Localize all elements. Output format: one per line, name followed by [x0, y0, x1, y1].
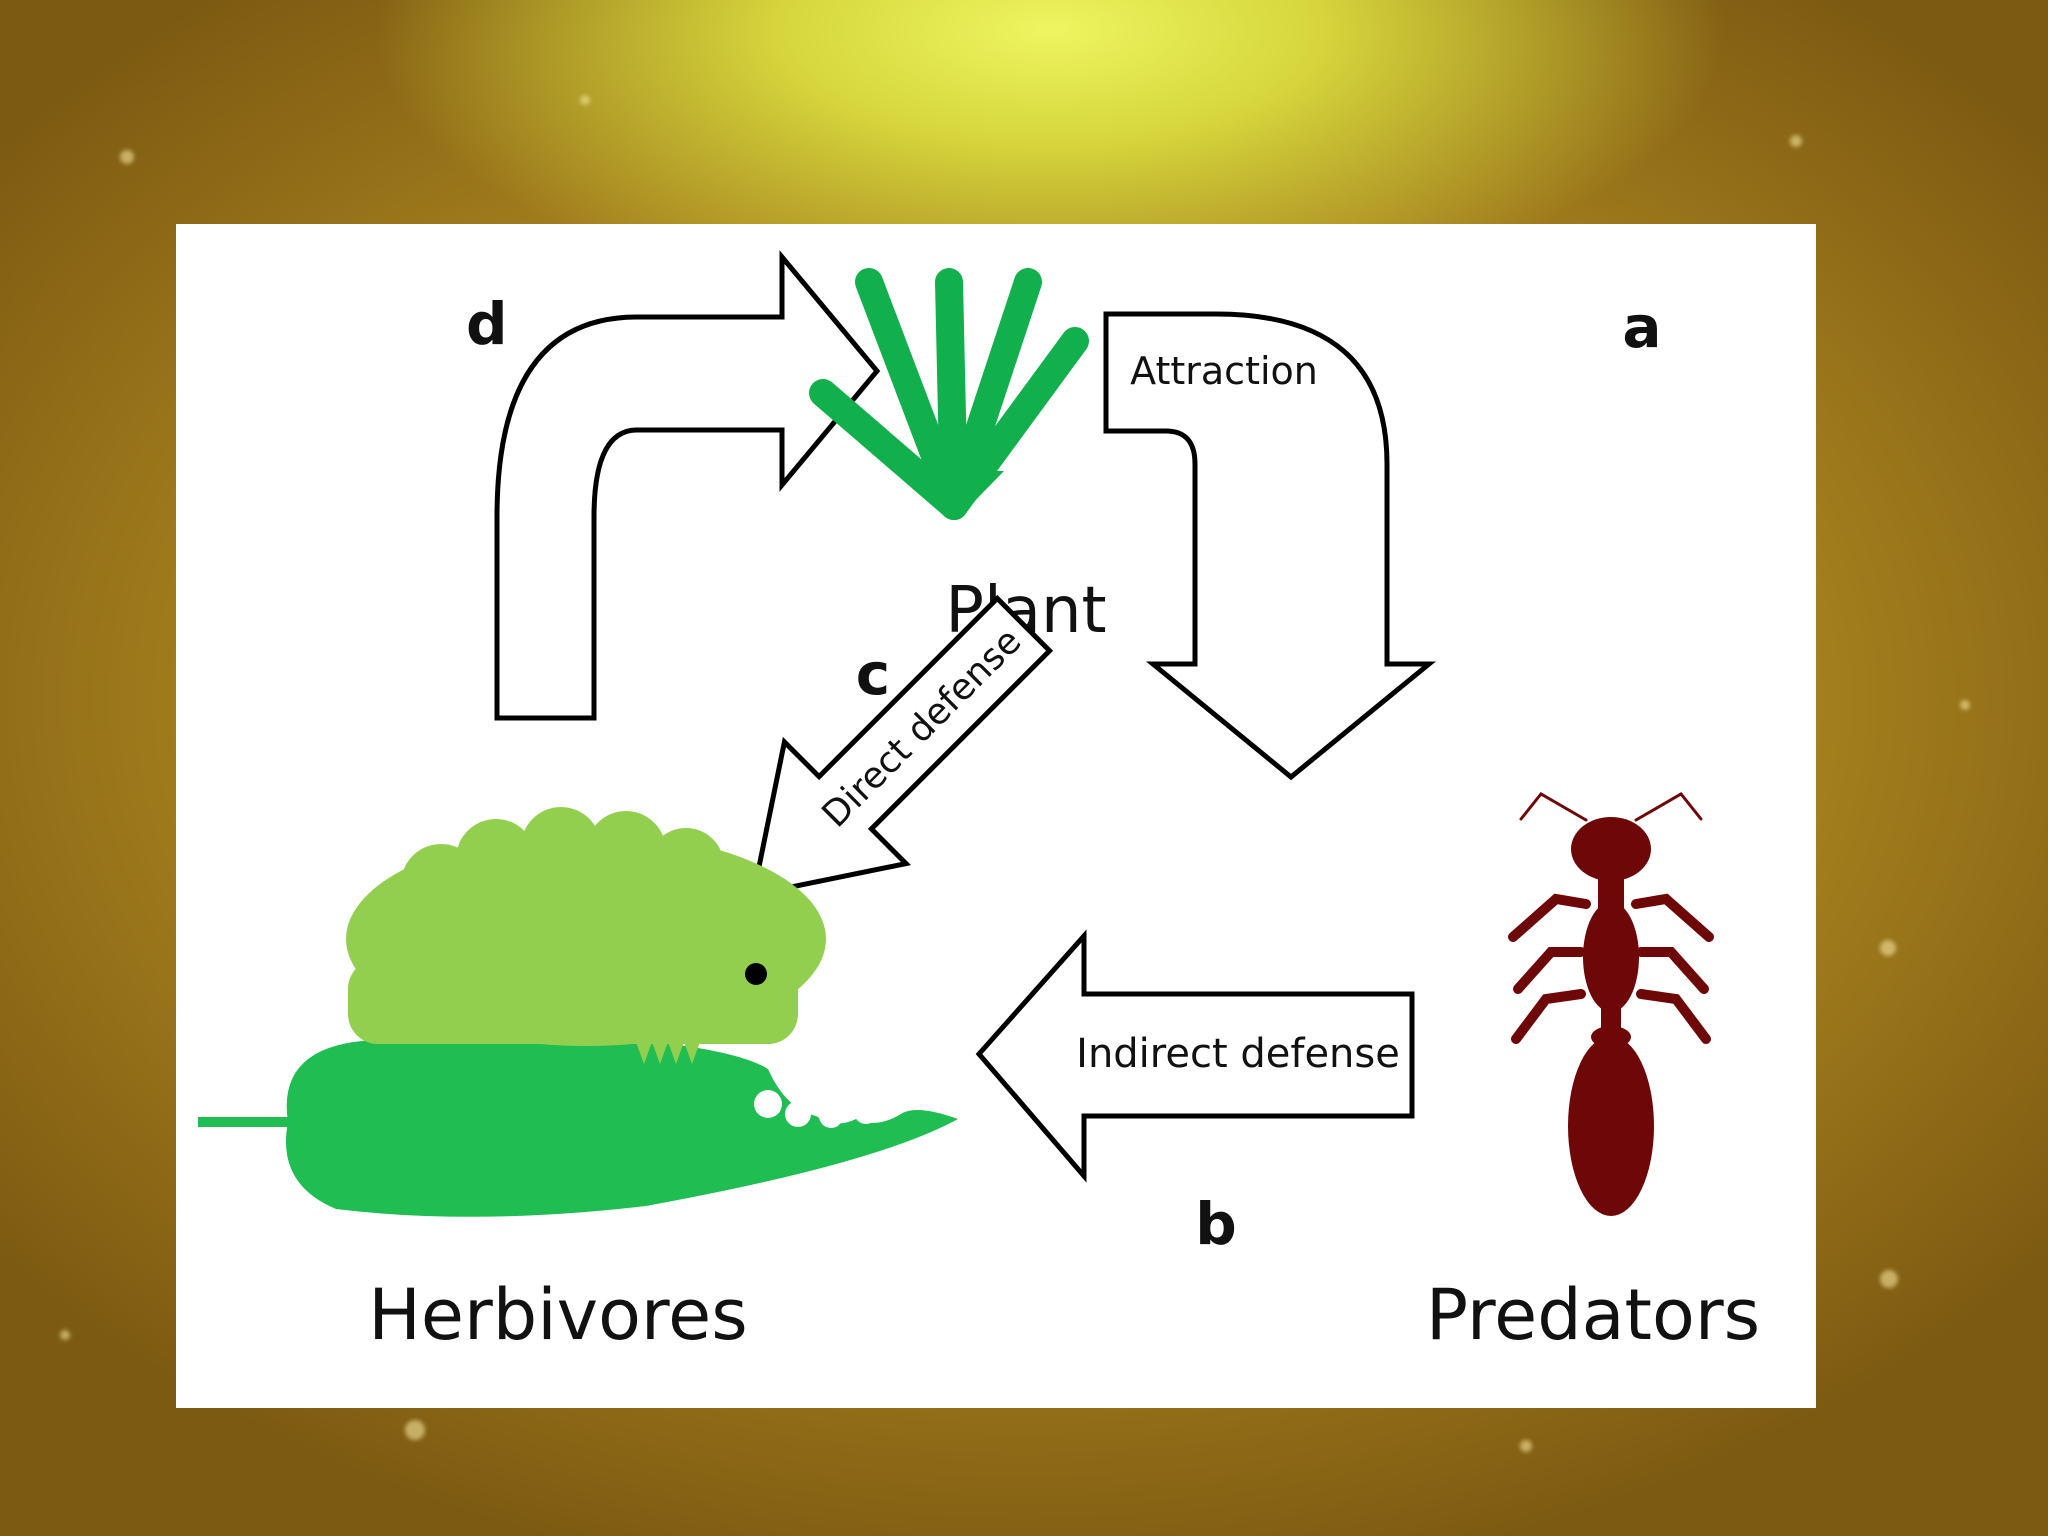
arrow-label-direct-defense: Direct defense — [815, 621, 1030, 836]
interaction-diagram: d Plant Attraction a Direct defense c In… — [198, 250, 1760, 1356]
letter-c: c — [856, 640, 890, 708]
arrow-label-indirect-defense: Indirect defense — [1076, 1031, 1400, 1077]
node-label-predators: Predators — [1426, 1274, 1760, 1356]
letter-b: b — [1195, 1190, 1237, 1258]
diagram-panel: d Plant Attraction a Direct defense c In… — [176, 224, 1816, 1408]
letter-a: a — [1622, 293, 1661, 361]
arrow-b — [975, 929, 1415, 1183]
arrow-d — [494, 250, 881, 721]
herbivore-icon — [198, 807, 958, 1217]
arrow-a — [1103, 311, 1436, 781]
arrow-label-attraction: Attraction — [1130, 349, 1318, 393]
predator-icon — [1508, 792, 1714, 1216]
node-label-herbivores: Herbivores — [368, 1274, 747, 1356]
plant-icon — [809, 268, 1089, 520]
arrow-c — [750, 594, 1054, 898]
letter-d: d — [466, 290, 508, 358]
